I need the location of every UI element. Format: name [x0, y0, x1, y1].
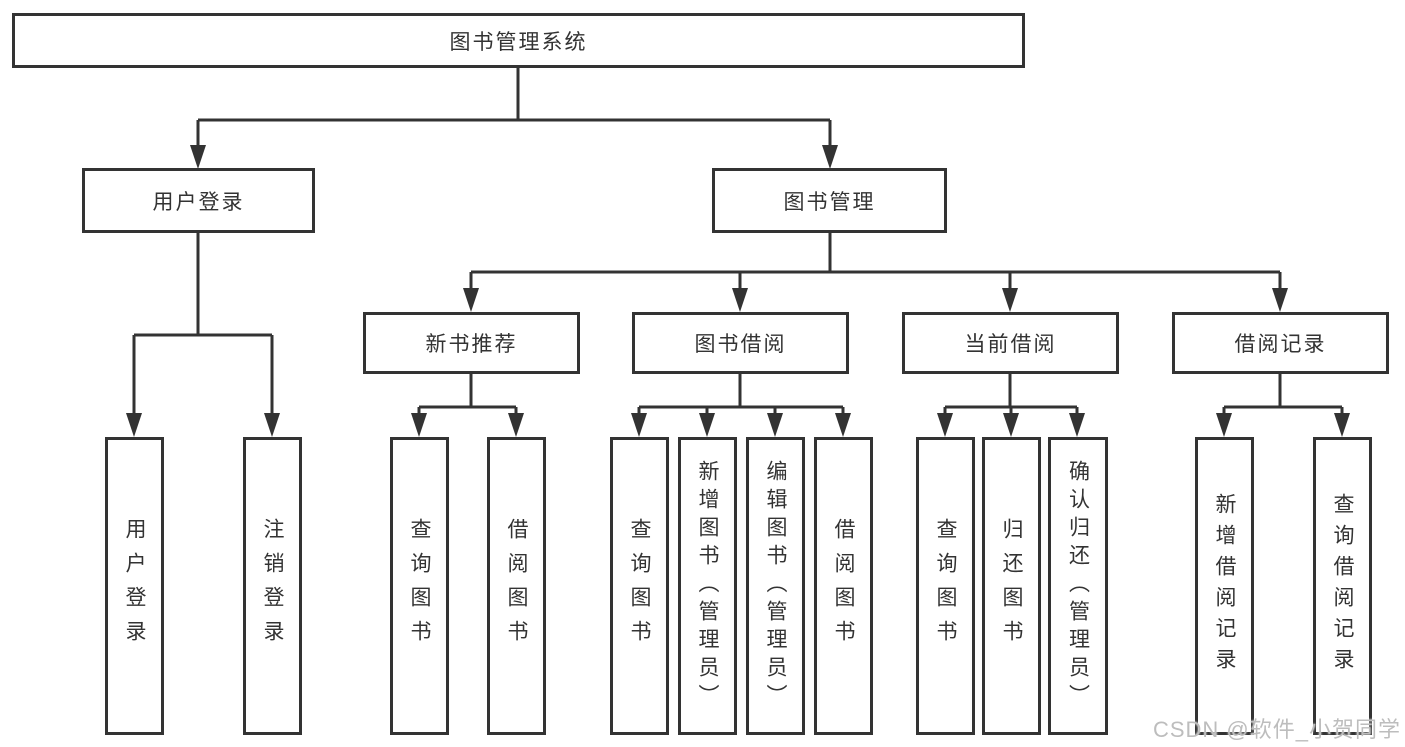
leaf-br-query-record: 查询借阅记录	[1313, 437, 1372, 735]
connector-root-to-level2	[196, 68, 832, 147]
arrowhead-book-management	[822, 145, 838, 169]
leaf-bb-edit-books-admin-label: 编辑图书（管理员）	[764, 460, 787, 712]
leaf-bb-edit-books-admin: 编辑图书（管理员）	[746, 437, 805, 735]
leaf-bb-query-books-label: 查询图书	[628, 518, 651, 654]
node-user-login-label: 用户登录	[152, 190, 245, 214]
node-book-borrow-label: 图书借阅	[694, 333, 787, 356]
arrowhead-new-book-recommend	[463, 288, 479, 312]
node-current-borrow-label: 当前借阅	[964, 333, 1057, 356]
arrowhead-borrow-records	[1272, 288, 1288, 312]
connector-book-management-group	[469, 233, 1282, 290]
leaf-user-login: 用户登录	[105, 437, 164, 735]
leaf-br-add-record: 新增借阅记录	[1195, 437, 1254, 735]
leaf-cb-query-books: 查询图书	[916, 437, 975, 735]
arrowhead-br-add-record	[1216, 413, 1232, 437]
node-borrow-records: 借阅记录	[1172, 312, 1389, 374]
node-new-book-recommend-label: 新书推荐	[425, 333, 518, 356]
leaf-cb-return-books-label: 归还图书	[1000, 518, 1023, 654]
leaf-cb-query-books-label: 查询图书	[934, 518, 957, 654]
leaf-bb-borrow-books: 借阅图书	[814, 437, 873, 735]
connector-new-book-recommend-group	[417, 374, 518, 415]
leaf-cb-return-books: 归还图书	[982, 437, 1041, 735]
leaf-user-login-label: 用户登录	[123, 518, 146, 654]
arrowhead-cb-confirm-return	[1069, 413, 1085, 437]
leaf-br-add-record-label: 新增借阅记录	[1213, 493, 1236, 679]
leaf-br-query-record-label: 查询借阅记录	[1331, 493, 1354, 679]
node-new-book-recommend: 新书推荐	[363, 312, 580, 374]
node-book-borrow: 图书借阅	[632, 312, 849, 374]
node-book-management: 图书管理	[712, 168, 947, 233]
leaf-nbr-query-books: 查询图书	[390, 437, 449, 735]
arrowhead-nbr-borrow-books	[508, 413, 524, 437]
leaf-nbr-borrow-books: 借阅图书	[487, 437, 546, 735]
arrowhead-cb-return-books	[1003, 413, 1019, 437]
arrowhead-bb-edit-books	[767, 413, 783, 437]
node-borrow-records-label: 借阅记录	[1234, 333, 1327, 356]
arrowhead-bb-query-books	[631, 413, 647, 437]
leaf-nbr-query-books-label: 查询图书	[408, 518, 431, 654]
leaf-cb-confirm-return-admin: 确认归还（管理员）	[1048, 437, 1108, 735]
node-root-label: 图书管理系统	[449, 30, 588, 54]
arrowhead-nbr-query-books	[411, 413, 427, 437]
arrowhead-current-borrow	[1002, 288, 1018, 312]
arrowhead-leaf-user-login	[126, 413, 142, 437]
arrowhead-user-login	[190, 145, 206, 169]
arrowhead-cb-query-books	[937, 413, 953, 437]
arrowhead-bb-borrow-books	[835, 413, 851, 437]
leaf-bb-add-books-admin: 新增图书（管理员）	[678, 437, 737, 735]
leaf-cb-confirm-return-admin-label: 确认归还（管理员）	[1066, 460, 1090, 712]
connector-current-borrow-group	[943, 374, 1079, 415]
node-book-management-label: 图书管理	[783, 190, 876, 214]
arrowhead-leaf-logout	[264, 413, 280, 437]
connector-user-login-group	[132, 233, 274, 415]
arrowhead-book-borrow	[732, 288, 748, 312]
leaf-logout: 注销登录	[243, 437, 302, 735]
leaf-bb-query-books: 查询图书	[610, 437, 669, 735]
arrowhead-bb-add-books	[699, 413, 715, 437]
leaf-bb-add-books-admin-label: 新增图书（管理员）	[696, 460, 719, 712]
node-current-borrow: 当前借阅	[902, 312, 1119, 374]
leaf-bb-borrow-books-label: 借阅图书	[832, 518, 855, 654]
connector-book-borrow-group	[637, 374, 845, 415]
arrowhead-br-query-record	[1334, 413, 1350, 437]
node-root-system: 图书管理系统	[12, 13, 1025, 68]
leaf-nbr-borrow-books-label: 借阅图书	[505, 518, 528, 654]
connector-borrow-records-group	[1222, 374, 1344, 415]
node-user-login: 用户登录	[82, 168, 315, 233]
leaf-logout-label: 注销登录	[261, 518, 284, 654]
csdn-watermark: CSDN @软件_小贺同学	[1152, 717, 1401, 742]
